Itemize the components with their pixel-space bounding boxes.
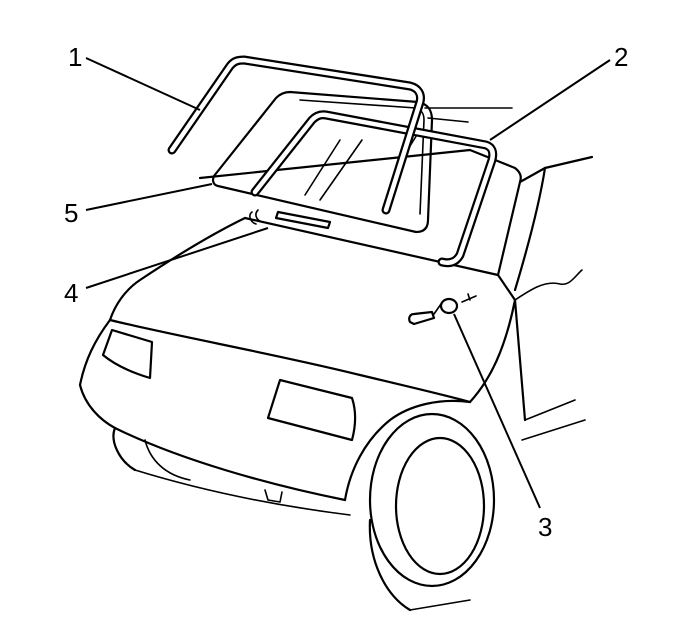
leader-2	[489, 59, 611, 141]
callout-4: 4	[64, 278, 78, 308]
callout-3: 3	[538, 512, 552, 542]
leader-4	[85, 227, 269, 289]
callout-5: 5	[64, 198, 78, 228]
reveal-molding	[167, 55, 513, 215]
molding-fastener	[408, 293, 477, 326]
leader-lines	[85, 57, 611, 509]
vehicle-body	[78, 148, 594, 612]
leader-5	[85, 183, 213, 211]
leader-3	[453, 313, 541, 509]
callout-2: 2	[614, 42, 628, 72]
lower-molding	[249, 209, 332, 230]
callout-1: 1	[68, 42, 82, 72]
leader-1	[85, 57, 201, 111]
inner-molding	[250, 110, 498, 268]
